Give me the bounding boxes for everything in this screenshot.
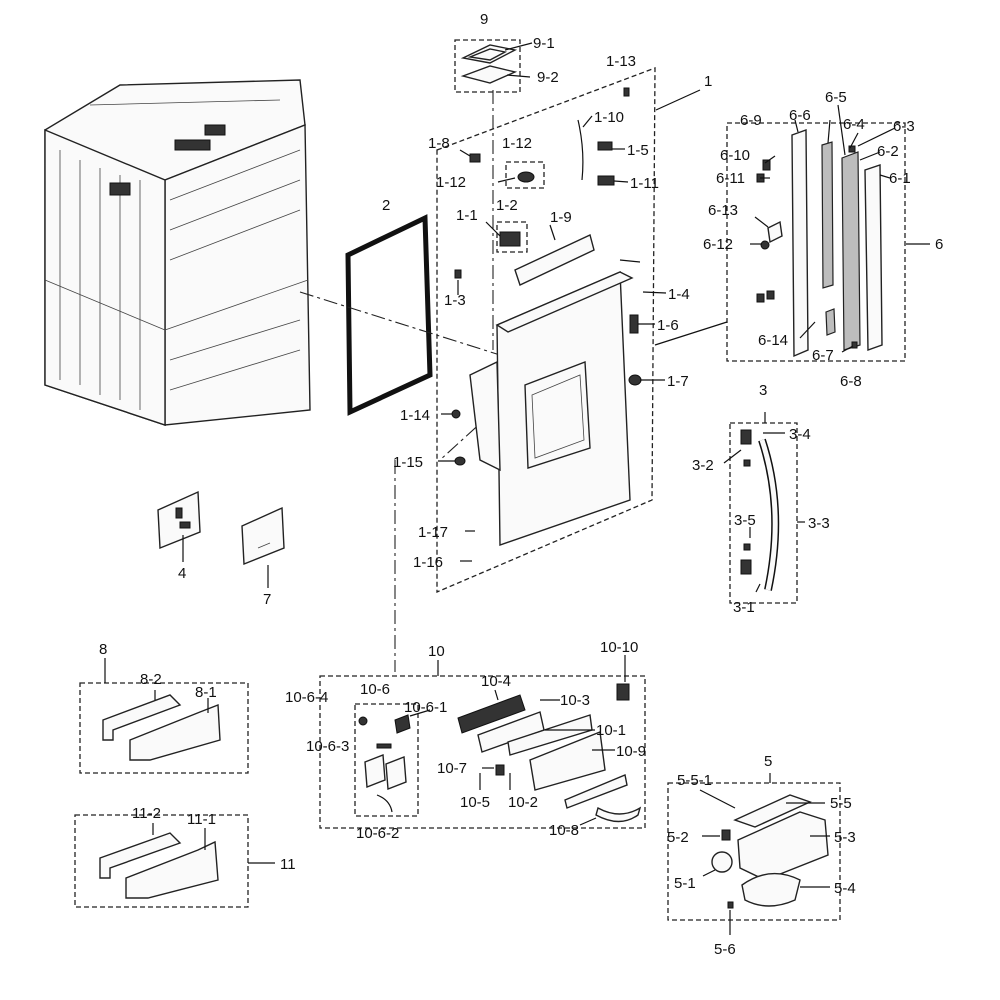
label: 10-6-2 (356, 825, 399, 842)
group-3-handle (729, 422, 798, 604)
group-11 (74, 814, 249, 908)
label: 6-12 (703, 236, 733, 253)
label: 1-14 (400, 407, 430, 424)
label: 10-6 (360, 681, 390, 698)
label: 10-6-3 (306, 738, 349, 755)
label: 8-2 (140, 671, 162, 688)
leader-lines (104, 42, 930, 935)
group-9 (454, 39, 521, 93)
label: 1-13 (606, 53, 636, 70)
label: 5-3 (834, 829, 856, 846)
label: 5 (764, 753, 772, 770)
part-7 (241, 506, 285, 566)
label: 1-1 (456, 207, 478, 224)
label: 1-15 (393, 454, 423, 471)
label: 1-5 (627, 142, 649, 159)
door-gasket-part-2 (345, 214, 433, 416)
label: 1-8 (428, 135, 450, 152)
label: 4 (178, 565, 186, 582)
label: 1-11 (630, 175, 659, 192)
label: 5-1 (674, 875, 696, 892)
label: 3-1 (733, 599, 755, 616)
label: 1-6 (657, 317, 679, 334)
label: 10-7 (437, 760, 467, 777)
label: 1-7 (667, 373, 689, 390)
label: 6-11 (716, 170, 745, 187)
label: 6-5 (825, 89, 847, 106)
label: 9-1 (533, 35, 555, 52)
label: 3-2 (692, 457, 714, 474)
label: 9 (480, 11, 488, 28)
label: 6-8 (840, 373, 862, 390)
label: 6-6 (789, 107, 811, 124)
label: 10 (428, 643, 445, 660)
label: 6-9 (740, 112, 762, 129)
group-10 (319, 675, 646, 829)
label: 6-14 (758, 332, 788, 349)
label: 10-6-1 (404, 699, 447, 716)
label: 10-6-4 (285, 689, 328, 706)
group-5 (667, 782, 841, 921)
group-6 (726, 122, 906, 362)
label: 6-2 (877, 143, 899, 160)
label: 1-12 (436, 174, 466, 191)
label: 10-1 (596, 722, 626, 739)
label: 6-4 (843, 116, 865, 133)
label: 2 (382, 197, 390, 214)
label: 1-12 (502, 135, 532, 152)
label: 1-17 (418, 524, 448, 541)
group-1-door (436, 67, 656, 593)
group-8 (79, 682, 249, 774)
label: 3-3 (808, 515, 830, 532)
label: 5-5 (830, 795, 852, 812)
label: 8-1 (195, 684, 217, 701)
label: 10-4 (481, 673, 511, 690)
label: 6-3 (893, 118, 915, 135)
label: 5-5-1 (677, 772, 712, 789)
label: 6 (935, 236, 943, 253)
refrigerator-cabinet (44, 79, 311, 426)
label: 6-1 (889, 170, 911, 187)
label: 1-2 (496, 197, 518, 214)
label: 3 (759, 382, 767, 399)
label: 6-13 (708, 202, 738, 219)
label: 1-10 (594, 109, 624, 126)
label: 1 (704, 73, 712, 90)
label: 1-3 (444, 292, 466, 309)
label: 1-4 (668, 286, 690, 303)
label: 5-4 (834, 880, 856, 897)
label: 10-9 (616, 743, 646, 760)
label: 10-10 (600, 639, 638, 656)
label: 11-2 (132, 805, 161, 822)
label: 11-1 (187, 811, 216, 828)
label: 5-2 (667, 829, 689, 846)
label: 10-2 (508, 794, 538, 811)
label: 9-2 (537, 69, 559, 86)
label: 3-4 (789, 426, 811, 443)
label: 6-7 (812, 347, 834, 364)
label: 1-9 (550, 209, 572, 226)
label: 8 (99, 641, 107, 658)
label: 11 (280, 856, 296, 873)
label: 7 (263, 591, 271, 608)
part-4 (157, 490, 201, 550)
label: 10-8 (549, 822, 579, 839)
label: 10-3 (560, 692, 590, 709)
part-labels: 9 9-1 9-2 1-13 1 1-10 1-8 1-12 1-5 1-12 … (99, 11, 943, 958)
label: 3-5 (734, 512, 756, 529)
label: 10-5 (460, 794, 490, 811)
label: 1-16 (413, 554, 443, 571)
label: 5-6 (714, 941, 736, 958)
label: 6-10 (720, 147, 750, 164)
